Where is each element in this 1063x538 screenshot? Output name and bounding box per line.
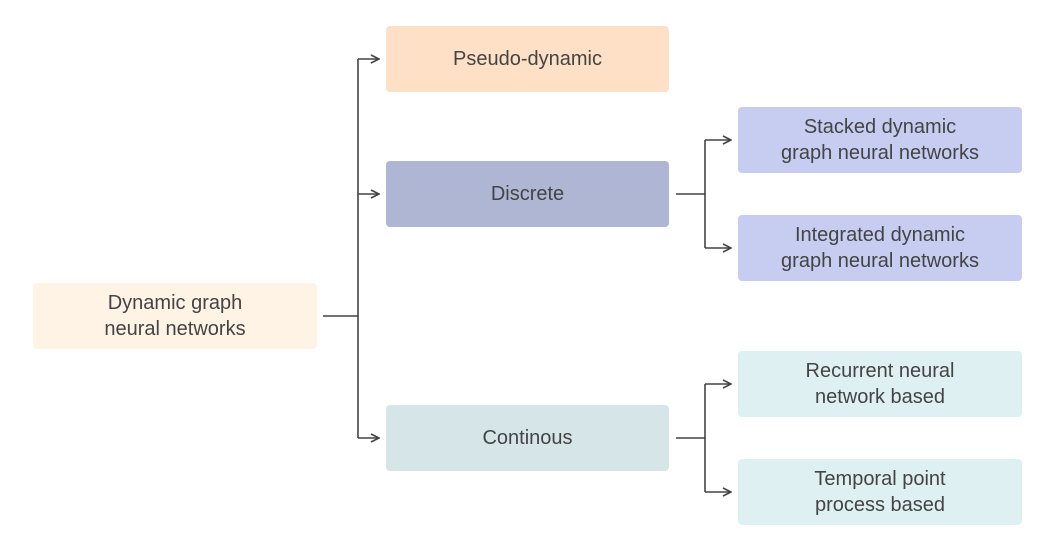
temporal-node-line2: process based	[814, 494, 946, 516]
pseudo-dynamic-label: Pseudo-dynamic	[453, 48, 602, 70]
stacked-dynamic-gnn-node: Stacked dynamic graph neural networks	[738, 107, 1022, 173]
root-node-line1: Dynamic graph	[107, 292, 243, 314]
integrated-node-line1: Integrated dynamic	[794, 224, 966, 246]
root-node: Dynamic graph neural networks	[33, 283, 317, 349]
continuous-label: Continous	[482, 427, 573, 449]
discrete-node: Discrete	[386, 161, 669, 227]
recurrent-node-line2: network based	[814, 386, 946, 408]
recurrent-node-line1: Recurrent neural	[805, 360, 955, 382]
temporal-point-process-node: Temporal point process based	[738, 459, 1022, 525]
integrated-dynamic-gnn-node: Integrated dynamic graph neural networks	[738, 215, 1022, 281]
root-node-line2: neural networks	[104, 318, 246, 340]
recurrent-nn-based-node: Recurrent neural network based	[738, 351, 1022, 417]
integrated-node-line2: graph neural networks	[781, 250, 979, 272]
pseudo-dynamic-node: Pseudo-dynamic	[386, 26, 669, 92]
stacked-node-line2: graph neural networks	[781, 142, 979, 164]
stacked-node-line1: Stacked dynamic	[803, 116, 957, 138]
discrete-label: Discrete	[490, 183, 565, 205]
temporal-node-line1: Temporal point	[814, 468, 946, 490]
continuous-node: Continous	[386, 405, 669, 471]
